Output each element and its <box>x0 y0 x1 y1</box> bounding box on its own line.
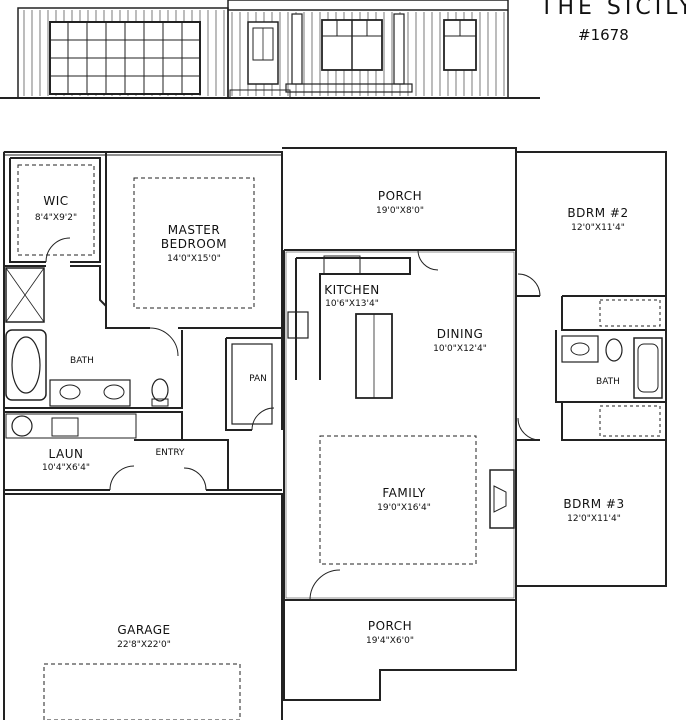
kitchen-dimensions: 10'6"X13'4" <box>325 299 379 309</box>
master-bath-label: BATH <box>70 356 94 366</box>
bdrm2-dimensions: 12'0"X11'4" <box>571 223 625 233</box>
rear-porch-label: PORCH <box>378 189 422 203</box>
plan-title: THE SICILY <box>539 0 686 20</box>
dining-dimensions: 10'0"X12'4" <box>433 344 487 354</box>
front-porch-dimensions: 19'4"X6'0" <box>366 636 414 646</box>
entry-label: ENTRY <box>155 448 185 458</box>
hall-bath-label: BATH <box>596 377 620 387</box>
rear-porch-dimensions: 19'0"X8'0" <box>376 206 424 216</box>
laundry-label: LAUN <box>49 447 84 461</box>
master-label-line1: MASTER <box>168 223 220 237</box>
wic-dimensions: 8'4"X9'2" <box>35 213 77 223</box>
bdrm3-label: BDRM #3 <box>563 497 624 511</box>
master-label-line2: BEDROOM <box>161 237 227 251</box>
walls <box>3 147 667 720</box>
pantry-label: PAN <box>249 374 267 384</box>
dining-label: DINING <box>437 327 484 341</box>
family-label: FAMILY <box>382 486 425 500</box>
garage-dimensions: 22'8"X22'0" <box>117 640 171 650</box>
garage-label: GARAGE <box>117 623 170 637</box>
family-dimensions: 19'0"X16'4" <box>377 503 431 513</box>
plan-number: #1678 <box>578 26 629 44</box>
front-elevation <box>0 0 540 99</box>
bdrm2-label: BDRM #2 <box>567 206 628 220</box>
kitchen-label: KITCHEN <box>324 283 380 297</box>
front-porch-label: PORCH <box>368 619 412 633</box>
bdrm3-dimensions: 12'0"X11'4" <box>567 514 621 524</box>
wic-label: WIC <box>43 194 68 208</box>
room-labels: WIC 8'4"X9'2" MASTER BEDROOM 14'0"X15'0"… <box>35 189 628 650</box>
master-dimensions: 14'0"X15'0" <box>167 254 221 264</box>
laundry-dimensions: 10'4"X6'4" <box>42 463 90 473</box>
